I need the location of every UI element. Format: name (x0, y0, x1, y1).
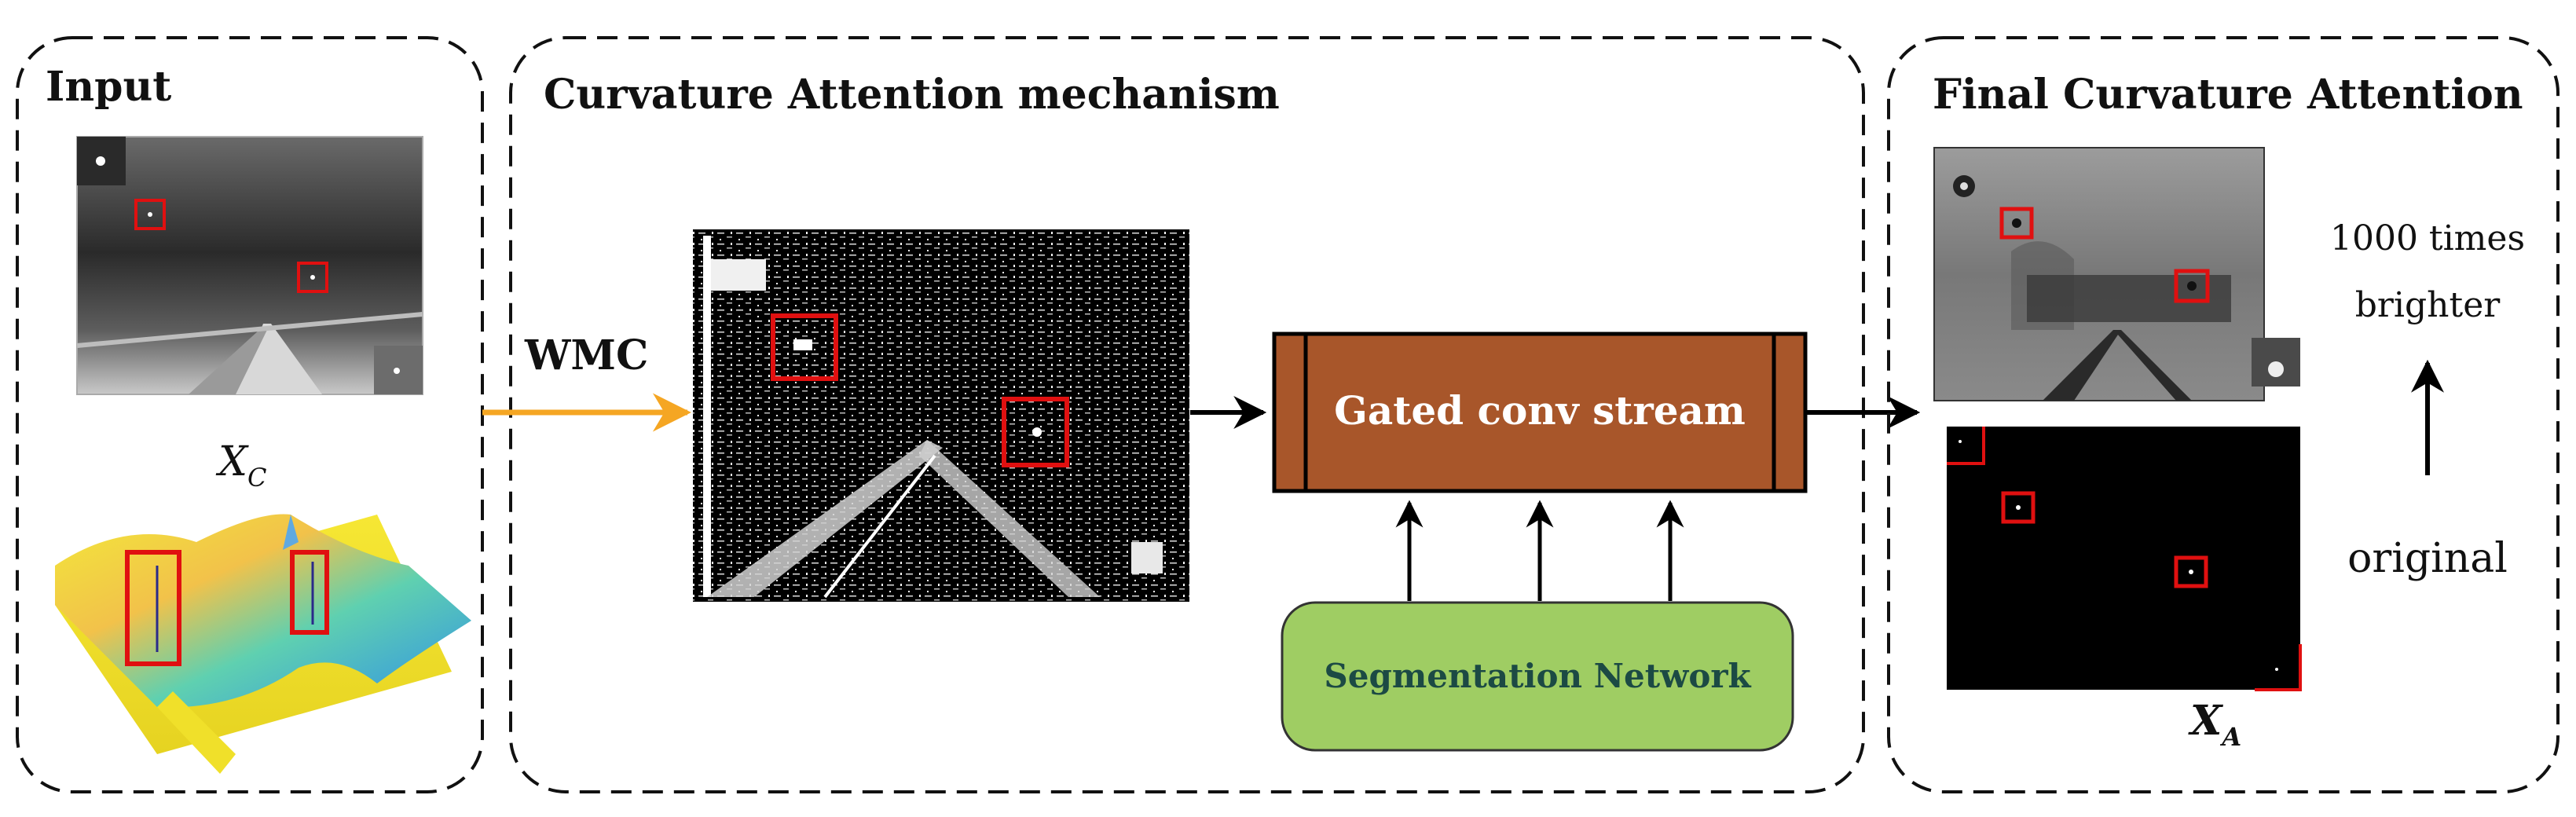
xa-target-box-1 (2001, 491, 2036, 524)
brighter-line-1: 1000 times (2330, 218, 2525, 258)
input-infrared-image (76, 136, 423, 395)
xa-target-box-2 (2174, 555, 2208, 588)
original-label: original (2347, 535, 2508, 582)
mechanism-panel-title: Curvature Attention mechanism (544, 71, 1280, 119)
surface-target-box-1 (125, 550, 181, 666)
wmc-curvature-map (693, 229, 1189, 602)
gated-conv-stream-block: Gated conv stream (1272, 332, 1808, 493)
final-target-box-2 (2174, 269, 2210, 303)
gated-conv-stream-label: Gated conv stream (1334, 387, 1746, 434)
wmc-target-box-2 (1002, 397, 1069, 467)
input-panel-title: Input (46, 63, 171, 111)
xa-label: XA (2188, 697, 2241, 752)
wmc-target-box-1 (771, 313, 838, 381)
brightened-attention-image (1933, 147, 2300, 401)
final-target-box-1 (1999, 207, 2034, 240)
segmentation-network-label: Segmentation Network (1324, 657, 1751, 695)
input-target-box-2 (297, 262, 328, 293)
surface-target-box-2 (290, 550, 329, 635)
curvature-surface-plot (55, 514, 471, 774)
brighter-line-2: brighter (2355, 285, 2501, 325)
xa-attention-map (1947, 427, 2302, 691)
xc-label: XC (215, 438, 267, 493)
wmc-label: WMC (524, 332, 648, 379)
final-panel-title: Final Curvature Attention (1933, 71, 2523, 119)
input-target-box-1 (134, 199, 166, 230)
segmentation-network-block: Segmentation Network (1281, 601, 1794, 752)
final-panel (1887, 36, 2560, 793)
